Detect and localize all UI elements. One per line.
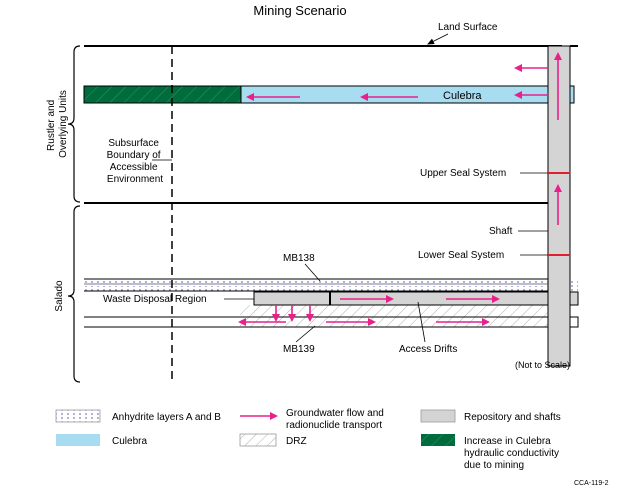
anhydrite-layer-lower: [84, 286, 548, 291]
salado-brace: [67, 205, 81, 383]
rustler-label: Rustler and Overlying Units: [46, 90, 69, 158]
lower-seal-label: Lower Seal System: [418, 250, 504, 261]
legend-increase-label: Increase in Culebra hydraulic conductivi…: [464, 436, 562, 471]
rustler-label-line-2: Overlying Units: [58, 90, 69, 158]
culebra-label: Culebra: [443, 90, 482, 102]
legend-anhydrite-label: Anhydrite layers A and B: [112, 412, 221, 423]
drz-zone: [240, 305, 548, 327]
legend-culebra-label: Culebra: [112, 436, 147, 447]
mb139-label: MB139: [283, 344, 315, 355]
legend-groundwater-line-1: Groundwater flow and: [286, 408, 384, 419]
legend-repository-label: Repository and shafts: [464, 412, 561, 423]
mb139-leader: [295, 325, 316, 343]
legend-groundwater-line-2: radionuclide transport: [286, 420, 382, 431]
figure-id: CCA-119-2: [574, 480, 609, 487]
land-surface-pointer: [427, 33, 449, 45]
legend-increase-line-1: Increase in Culebra: [464, 436, 551, 447]
shaft-label: Shaft: [489, 226, 513, 237]
access-drifts-leader: [417, 301, 426, 343]
legend: Anhydrite layers A and B Groundwater flo…: [55, 408, 562, 471]
mb138-label: MB138: [283, 253, 315, 264]
rustler-label-line-1: Rustler and: [46, 100, 57, 151]
diagram-title: Mining Scenario: [253, 3, 346, 18]
anhydrite-layer-upper: [84, 279, 548, 284]
legend-culebra-swatch: [56, 434, 100, 446]
legend-drz-swatch: [239, 433, 277, 447]
legend-groundwater-label: Groundwater flow and radionuclide transp…: [286, 408, 387, 431]
legend-anhydrite-swatch: [55, 409, 101, 423]
mining-conductivity-zone: [83, 85, 242, 104]
anhydrite-right-stub: [570, 281, 578, 291]
access-drifts-label: Access Drifts: [399, 344, 457, 355]
subsurface-boundary-label: Subsurface Boundary of Accessible Enviro…: [107, 138, 164, 185]
subsurface-boundary-line-1: Subsurface: [108, 138, 159, 149]
land-surface-label: Land Surface: [438, 22, 498, 33]
repository-drift: [253, 291, 550, 306]
mb139-right-stub: [569, 316, 579, 328]
legend-increase-swatch: [421, 434, 455, 446]
legend-increase-line-2: hydraulic conductivity: [464, 448, 559, 459]
waste-disposal-label: Waste Disposal Region: [103, 294, 207, 305]
upper-seal-label: Upper Seal System: [420, 168, 506, 179]
subsurface-boundary-line-2: Boundary of: [107, 150, 161, 161]
not-to-scale-label: (Not to Scale): [515, 360, 570, 370]
repository-right-stub: [569, 291, 579, 306]
legend-drz-label: DRZ: [286, 436, 307, 447]
shaft: [547, 45, 571, 367]
subsurface-boundary-line-3: Accessible: [110, 162, 158, 173]
salado-label: Salado: [54, 280, 65, 312]
mb138-leader: [304, 263, 321, 282]
legend-repository-swatch: [420, 409, 456, 423]
legend-increase-line-3: due to mining: [464, 460, 524, 471]
rustler-brace: [67, 45, 81, 203]
flow-arrows: [238, 52, 562, 326]
subsurface-boundary-line-4: Environment: [107, 174, 163, 185]
